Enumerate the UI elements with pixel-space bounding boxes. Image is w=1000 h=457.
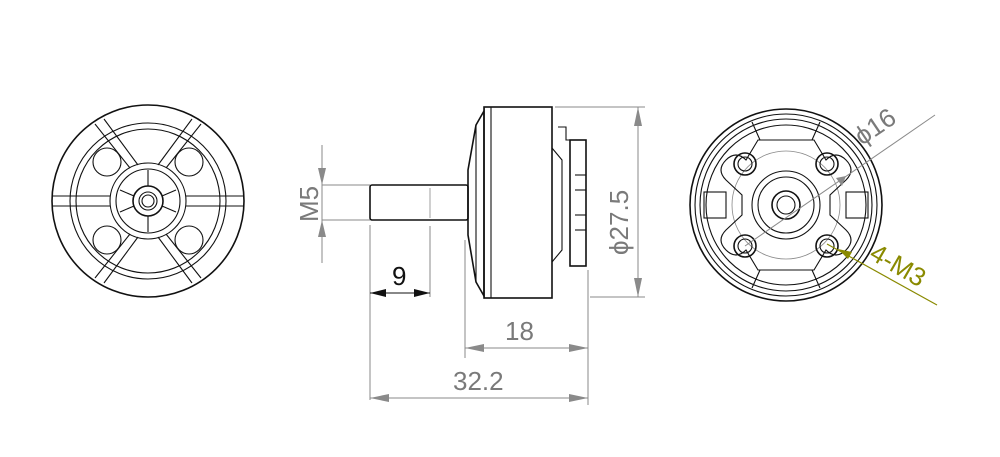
front-view bbox=[51, 104, 245, 298]
body-length-dimension: 18 bbox=[505, 316, 534, 346]
overall-length-dimension: 32.2 bbox=[453, 366, 504, 396]
shaft-length-dimension: 9 bbox=[392, 261, 406, 291]
shaft-thread-dimension: M5 bbox=[294, 186, 324, 222]
side-view: M5 9 18 32.2 ϕ27.5 bbox=[294, 106, 645, 405]
body-diameter-dimension: ϕ27.5 bbox=[604, 190, 634, 255]
mount-holes-dimension: 4-M3 bbox=[865, 237, 931, 293]
rear-view: ϕ16 4-M3 bbox=[689, 102, 938, 306]
